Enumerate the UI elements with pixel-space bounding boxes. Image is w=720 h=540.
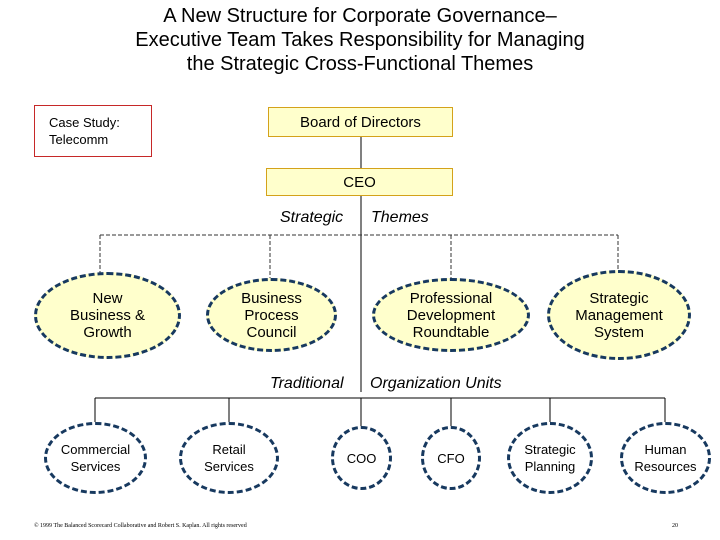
copyright-text: © 1999 The Balanced Scorecard Collaborat… bbox=[34, 523, 247, 529]
theme-new-business-growth: New Business & Growth bbox=[34, 272, 181, 359]
theme-professional-development-roundtable: Professional Development Roundtable bbox=[372, 278, 530, 352]
unit-coo: COO bbox=[331, 426, 392, 490]
case-study-line-1: Case Study: bbox=[49, 115, 120, 130]
theme-1-line-2: Business & bbox=[69, 307, 146, 324]
theme-strategic-management-system: Strategic Management System bbox=[547, 270, 691, 360]
theme-2-line-2: Process bbox=[244, 306, 299, 324]
unit-2-line-2: Services bbox=[204, 459, 254, 474]
unit-1-line-2: Services bbox=[70, 459, 121, 474]
case-study-line-2: Telecomm bbox=[49, 132, 109, 147]
page-number: 20 bbox=[672, 523, 678, 529]
theme-4-line-1: Strategic bbox=[589, 289, 649, 307]
theme-1-line-3: Growth bbox=[83, 324, 132, 341]
unit-human-resources: Human Resources bbox=[620, 422, 711, 494]
theme-2-line-3: Council bbox=[246, 323, 297, 341]
theme-business-process-council: Business Process Council bbox=[206, 278, 337, 352]
unit-3-line-1: COO bbox=[346, 450, 377, 466]
unit-strategic-planning: Strategic Planning bbox=[507, 422, 593, 494]
theme-3-line-3: Roundtable bbox=[412, 323, 490, 341]
unit-cfo: CFO bbox=[421, 426, 481, 490]
unit-5-line-1: Strategic bbox=[524, 442, 576, 457]
unit-6-line-2: Resources bbox=[634, 459, 697, 474]
theme-3-line-1: Professional bbox=[409, 289, 493, 307]
board-of-directors-box: Board of Directors bbox=[268, 107, 453, 137]
ceo-box: CEO bbox=[266, 168, 453, 196]
unit-4-line-1: CFO bbox=[437, 450, 465, 466]
title-line-3: the Strategic Cross-Functional Themes bbox=[186, 53, 534, 75]
slide-title: A New Structure for Corporate Governance… bbox=[0, 4, 720, 76]
unit-commercial-services: Commercial Services bbox=[44, 422, 147, 494]
unit-1-line-1: Commercial bbox=[60, 442, 131, 457]
unit-retail-services: Retail Services bbox=[179, 422, 279, 494]
theme-4-line-3: System bbox=[593, 323, 644, 341]
theme-3-line-2: Development bbox=[406, 306, 496, 324]
strategic-label-left: Strategic bbox=[280, 209, 344, 226]
unit-5-line-2: Planning bbox=[524, 459, 576, 474]
case-study-box: Case Study: Telecomm bbox=[34, 105, 152, 157]
title-line-1: A New Structure for Corporate Governance… bbox=[163, 5, 557, 27]
unit-6-line-1: Human bbox=[644, 442, 687, 457]
unit-2-line-1: Retail bbox=[212, 442, 246, 457]
theme-1-line-1: New bbox=[92, 290, 123, 307]
board-label: Board of Directors bbox=[300, 113, 421, 131]
title-line-2: Executive Team Takes Responsibility for … bbox=[135, 29, 585, 51]
traditional-label-left: Traditional bbox=[270, 375, 344, 392]
theme-4-line-2: Management bbox=[575, 306, 663, 324]
ceo-label: CEO bbox=[343, 173, 376, 191]
traditional-label-right: Organization Units bbox=[370, 375, 502, 392]
strategic-label-right: Themes bbox=[371, 209, 429, 226]
theme-2-line-1: Business bbox=[241, 289, 302, 307]
